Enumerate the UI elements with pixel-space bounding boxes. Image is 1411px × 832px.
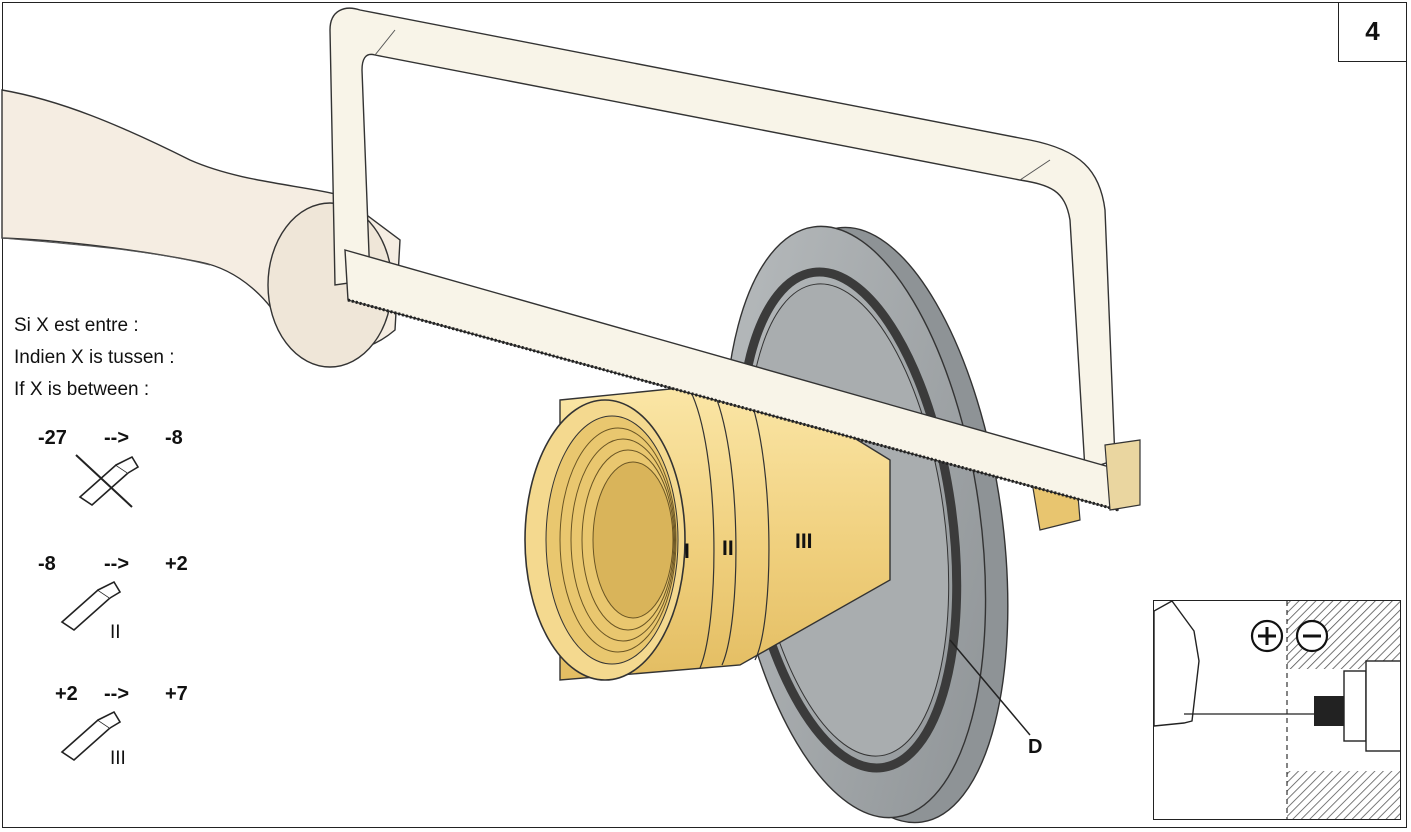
saw-icon-cut-II [60, 580, 122, 632]
inset-diagram [1153, 600, 1401, 820]
range-2-variant: II [110, 622, 121, 643]
range-1-to: -8 [165, 427, 183, 449]
wall-hatch-bottom [1287, 771, 1400, 819]
range-3-variant: III [110, 748, 126, 769]
saw-icon-cut-III [60, 710, 122, 762]
ring-label-II: II [722, 537, 734, 560]
minus-circle-icon [1295, 619, 1329, 653]
callout-leader [949, 639, 1031, 736]
callout-D: D [1028, 736, 1043, 758]
range-2-from: -8 [38, 553, 56, 575]
range-3-to: +7 [165, 683, 188, 705]
range-3-from: +2 [55, 683, 78, 705]
condition-text-en: If X is between : [14, 379, 150, 400]
condition-text-fr: Si X est entre : [14, 315, 139, 336]
inset-fitting [1314, 696, 1344, 726]
range-2-arrow: --> [104, 553, 129, 575]
inset-drawing [1154, 601, 1400, 819]
ring-label-III: III [795, 530, 813, 553]
plus-circle-icon [1250, 619, 1284, 653]
hacksaw [329, 7, 1141, 512]
saw-icon-no-cut [75, 454, 140, 508]
brass-fitting [524, 379, 1081, 681]
range-1-from: -27 [38, 427, 67, 449]
condition-text-nl: Indien X is tussen : [14, 347, 175, 368]
inset-wrench [1154, 601, 1200, 727]
range-2-to: +2 [165, 553, 188, 575]
ring-label-I: I [684, 540, 690, 563]
range-1-arrow: --> [104, 427, 129, 449]
step-number: 4 [1338, 2, 1406, 62]
range-3-arrow: --> [104, 683, 129, 705]
